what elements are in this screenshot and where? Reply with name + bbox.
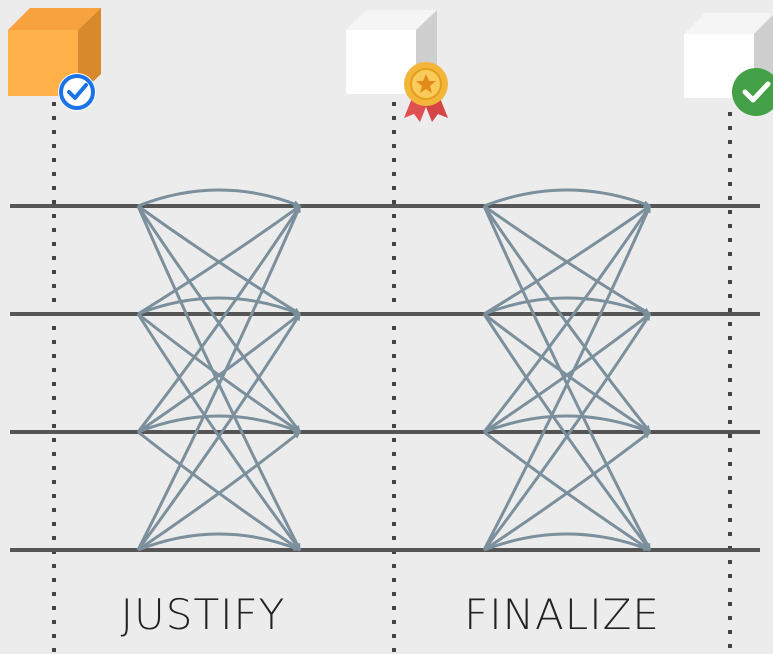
green-check-icon: [732, 68, 773, 116]
vote-arrow: [136, 205, 302, 433]
vote-arrow: [483, 204, 651, 316]
vote-arrow: [136, 205, 302, 433]
vote-arrow: [137, 204, 301, 316]
vote-arrow: [137, 414, 301, 434]
vote-arrow: [482, 205, 652, 551]
finalize-vote-arrows: [482, 188, 652, 552]
vote-arrow: [483, 296, 651, 316]
vote-arrow: [137, 430, 301, 552]
vote-arrow: [136, 313, 302, 551]
vote-arrow: [137, 312, 301, 434]
vote-arrow: [483, 414, 651, 434]
vote-arrow: [482, 205, 652, 433]
vote-arrow: [483, 430, 651, 552]
vote-arrow: [483, 312, 651, 434]
vote-arrow: [137, 312, 301, 434]
block-2: [346, 10, 448, 122]
vote-arrow: [136, 205, 302, 551]
justify-vote-arrows: [136, 188, 302, 552]
vote-arrow: [483, 312, 651, 434]
medal-icon: [404, 62, 448, 122]
phase-label-finalize: FINALIZE: [464, 590, 660, 639]
vote-arrow: [482, 313, 652, 551]
block-1: [8, 8, 101, 111]
vote-arrow: [137, 532, 301, 552]
phase-label-justify: JUSTIFY: [120, 590, 286, 639]
vote-arrow: [136, 313, 302, 551]
vote-arrow: [137, 188, 301, 208]
vote-arrow: [483, 430, 651, 552]
block-3: [684, 13, 773, 116]
vote-arrow: [483, 204, 651, 316]
check-circle-icon: [58, 73, 96, 111]
vote-arrow: [137, 296, 301, 316]
vote-arrow: [482, 313, 652, 551]
vote-arrow: [137, 204, 301, 316]
vote-arrow: [483, 532, 651, 552]
vote-arrow: [483, 188, 651, 208]
validator-lines: [10, 204, 760, 552]
vote-arrow: [482, 205, 652, 433]
vote-arrow: [137, 430, 301, 552]
